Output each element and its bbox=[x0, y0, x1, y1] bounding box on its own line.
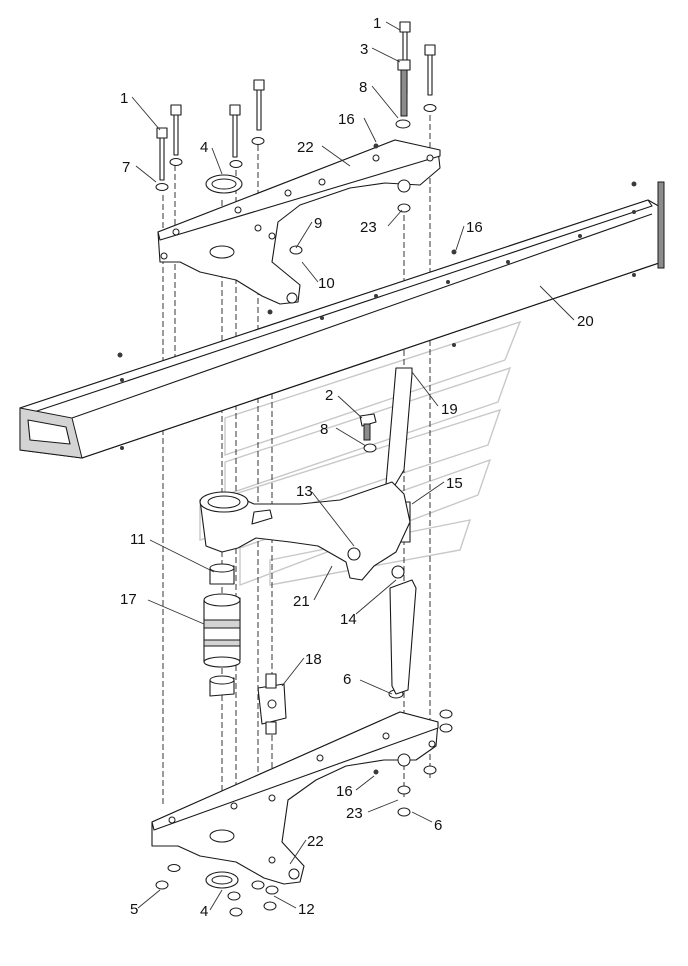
callout-4b: 4 bbox=[200, 903, 208, 920]
callout-20: 20 bbox=[577, 313, 594, 330]
callout-12: 12 bbox=[298, 901, 315, 918]
callout-21: 21 bbox=[293, 593, 310, 610]
callout-labels: 1 3 8 1 16 4 22 7 9 23 16 10 20 2 19 8 1… bbox=[120, 15, 594, 920]
callout-16c: 16 bbox=[336, 783, 353, 800]
swing-arm bbox=[199, 481, 411, 581]
callout-5: 5 bbox=[130, 901, 138, 918]
callout-23b: 23 bbox=[346, 805, 363, 822]
callout-1a: 1 bbox=[373, 15, 381, 32]
callout-11: 11 bbox=[130, 531, 146, 548]
callout-4a: 4 bbox=[200, 139, 208, 156]
callout-16b: 16 bbox=[466, 219, 483, 236]
callout-10: 10 bbox=[318, 275, 335, 292]
callout-2: 2 bbox=[325, 387, 333, 404]
square-tube-frame bbox=[19, 181, 665, 459]
callout-16a: 16 bbox=[338, 111, 355, 128]
callout-22b: 22 bbox=[307, 833, 324, 850]
callout-23a: 23 bbox=[360, 219, 377, 236]
callout-14: 14 bbox=[340, 611, 357, 628]
callout-13: 13 bbox=[296, 483, 313, 500]
callout-7: 7 bbox=[122, 159, 130, 176]
callout-19: 19 bbox=[441, 401, 458, 418]
callout-1b: 1 bbox=[120, 90, 128, 107]
callout-8b: 8 bbox=[320, 421, 328, 438]
bottom-mounting-plate bbox=[151, 711, 439, 885]
leader-lines bbox=[131, 21, 575, 911]
top-mounting-plate bbox=[157, 139, 441, 305]
callout-22a: 22 bbox=[297, 139, 314, 156]
bolts-top bbox=[156, 21, 436, 181]
callout-15: 15 bbox=[446, 475, 463, 492]
callout-6a: 6 bbox=[343, 671, 351, 688]
washers-and-nuts bbox=[117, 104, 637, 917]
callout-3: 3 bbox=[360, 41, 368, 58]
bolt-2 bbox=[359, 413, 377, 441]
clamp-block-18 bbox=[257, 673, 287, 735]
bushing-assembly bbox=[203, 563, 241, 697]
callout-8a: 8 bbox=[359, 79, 367, 96]
callout-9: 9 bbox=[314, 215, 322, 232]
callout-6b: 6 bbox=[434, 817, 442, 834]
callout-17: 17 bbox=[120, 591, 137, 608]
link-bars bbox=[385, 367, 417, 695]
callout-18: 18 bbox=[305, 651, 322, 668]
